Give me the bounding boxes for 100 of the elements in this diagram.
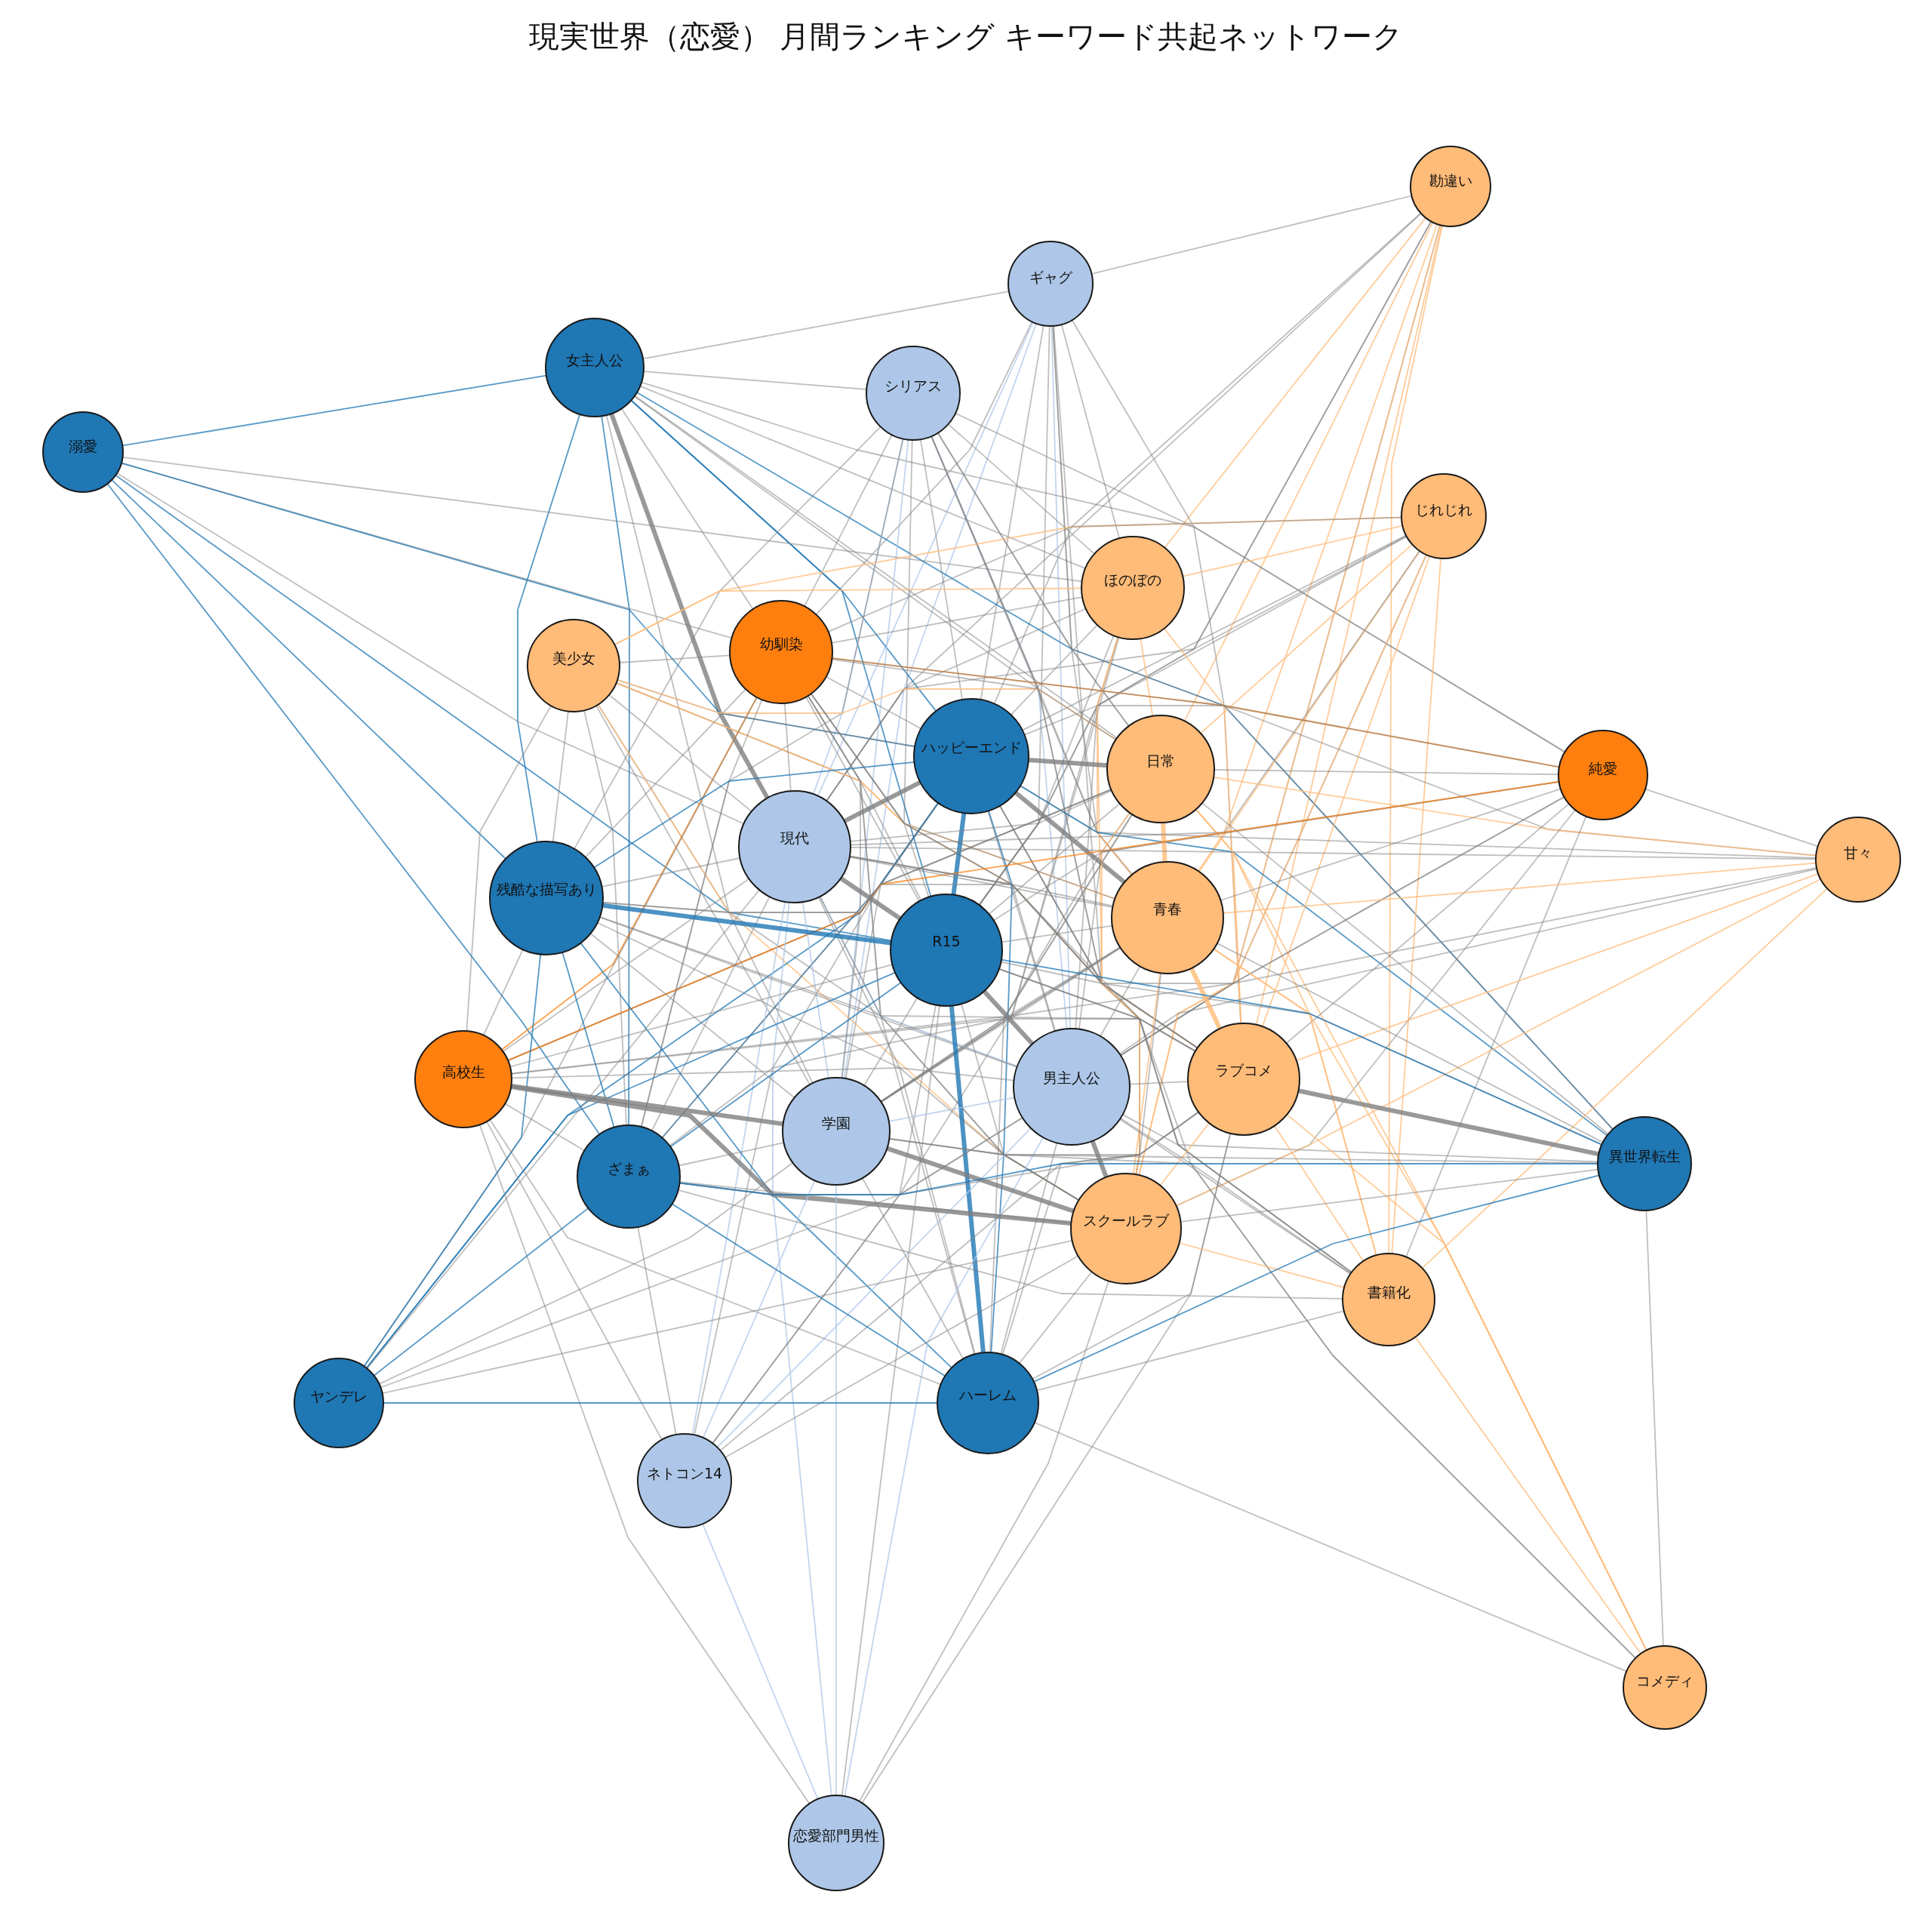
keyword-label: ざまぁ xyxy=(607,1160,651,1178)
connector-line xyxy=(937,432,1614,1131)
connector-line xyxy=(478,1124,811,1804)
connector-line xyxy=(1214,769,1559,776)
connector-line xyxy=(702,1523,819,1800)
connector-line xyxy=(574,426,881,850)
connector-line xyxy=(669,982,902,1148)
connector-line xyxy=(1388,224,1443,1254)
connector-line xyxy=(1645,1210,1664,1647)
connector-line xyxy=(843,322,1037,1079)
keyword-label: ヤンデレ xyxy=(310,1387,368,1405)
keyword-label: ラブコメ xyxy=(1215,1062,1272,1080)
connector-line xyxy=(831,596,1083,644)
connector-line xyxy=(363,953,542,1367)
keyword-label: シリアス xyxy=(884,377,942,395)
connector-line xyxy=(1013,790,1127,884)
connector-line xyxy=(702,1180,816,1438)
connector-line xyxy=(580,942,952,1369)
connector-line xyxy=(1255,224,1442,1026)
keyword-label: 純愛 xyxy=(1589,759,1617,777)
connector-line xyxy=(841,1004,940,1797)
connector-line xyxy=(615,681,1198,1049)
connector-line xyxy=(993,212,1422,705)
connector-line xyxy=(1018,1271,1093,1364)
connector-line xyxy=(980,325,1044,700)
connector-line xyxy=(552,710,569,843)
connector-line xyxy=(919,438,963,700)
connector-line xyxy=(1140,638,1154,717)
keyword-label: 溺愛 xyxy=(69,437,97,455)
keyword-label: R15 xyxy=(932,933,961,951)
connector-line xyxy=(620,408,754,610)
connector-line xyxy=(838,875,903,921)
connector-line xyxy=(1391,558,1441,1255)
connector-line xyxy=(489,1118,942,1386)
connector-line xyxy=(116,472,745,825)
connector-line xyxy=(1273,1124,1364,1262)
keyword-label: じれじれ xyxy=(1415,501,1472,518)
connector-line xyxy=(819,896,1018,1068)
connector-line xyxy=(617,678,1117,740)
connector-line xyxy=(517,414,581,843)
keyword-label: 日常 xyxy=(1146,752,1175,770)
connector-line xyxy=(486,1121,663,1441)
connector-line xyxy=(589,933,795,1099)
connector-line xyxy=(947,423,1095,555)
connector-line xyxy=(961,1003,1080,1201)
connector-line xyxy=(1198,550,1421,872)
keyword-label: 男主人公 xyxy=(1043,1069,1100,1087)
connector-line xyxy=(841,438,909,1079)
connector-line xyxy=(801,901,829,1079)
connector-line xyxy=(1121,1114,1598,1163)
connector-line xyxy=(639,385,1086,570)
connector-line xyxy=(804,434,893,608)
keyword-label: 高校生 xyxy=(441,1063,485,1081)
connector-line xyxy=(1220,788,1561,901)
keyword-label: 勘違い xyxy=(1429,171,1472,189)
connector-line xyxy=(988,802,1121,915)
connector-line xyxy=(1421,888,1828,1269)
keyword-label: 残酷な描写あり xyxy=(496,881,597,898)
connector-line xyxy=(719,1111,1199,1451)
connector-line xyxy=(863,997,918,1087)
keyword-label: 異世界転生 xyxy=(1608,1148,1681,1165)
connector-line xyxy=(850,847,1817,860)
connector-line xyxy=(807,695,975,1355)
connector-line xyxy=(597,703,1080,1201)
connector-line xyxy=(724,1255,1079,1459)
connector-line xyxy=(827,516,1402,632)
connector-line xyxy=(805,696,920,903)
connector-line xyxy=(1001,958,1603,1146)
connector-line xyxy=(1119,1117,1636,1659)
connector-line xyxy=(989,814,1134,1353)
connector-line xyxy=(988,810,1013,1353)
connector-line xyxy=(383,1402,938,1404)
connector-line xyxy=(1033,1422,1628,1672)
keyword-label: 学園 xyxy=(822,1114,851,1132)
connector-line xyxy=(1020,785,1608,1137)
connector-line xyxy=(716,1128,1032,1448)
connector-line xyxy=(661,802,940,1139)
connector-line xyxy=(858,1280,1109,1802)
connector-line xyxy=(817,321,1034,797)
keyword-label: 甘々 xyxy=(1844,844,1872,862)
connector-line xyxy=(817,897,976,1355)
connector-line xyxy=(1295,873,1820,1061)
connector-line xyxy=(637,1226,677,1435)
keyword-label: 恋愛部門男性 xyxy=(793,1827,879,1844)
connector-line xyxy=(1286,1114,1647,1651)
connector-line xyxy=(955,412,1566,753)
connector-line xyxy=(826,608,1087,802)
connector-line xyxy=(373,1208,589,1377)
connector-line xyxy=(1000,1142,1058,1355)
connector-line xyxy=(1138,554,1427,1176)
connector-line xyxy=(1032,1174,1600,1383)
connector-line xyxy=(861,1177,964,1360)
keyword-label: 青春 xyxy=(1153,900,1182,918)
keyword-label: 美少女 xyxy=(552,650,595,668)
connector-line xyxy=(1051,325,1071,1029)
chart-title: 現実世界（恋愛） 月間ランキング キーワード共起ネットワーク xyxy=(528,18,1404,54)
connector-line xyxy=(1285,803,1570,1044)
connector-line xyxy=(504,1103,586,1152)
connector-line xyxy=(772,901,832,1797)
connector-line xyxy=(825,675,922,730)
